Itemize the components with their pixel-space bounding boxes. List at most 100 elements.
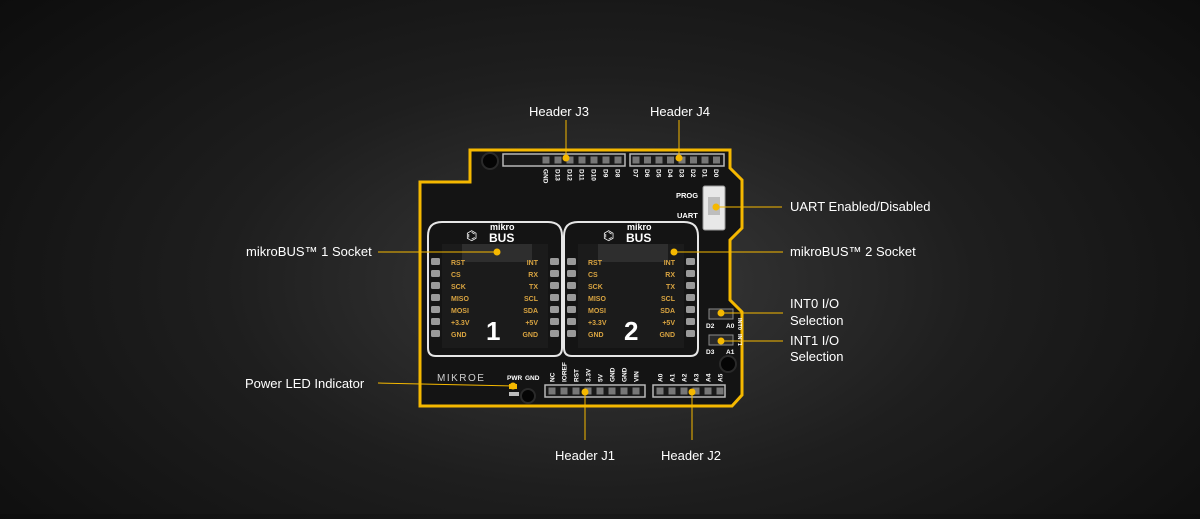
header-j2-pins (656, 387, 724, 395)
mikrobus-logo-2: ⌬ mikro BUS (603, 222, 652, 245)
socket-pin-label: +5V (525, 320, 538, 327)
socket-pin (567, 318, 576, 325)
header-j1 (544, 384, 646, 398)
header-pin-label: D4 (666, 169, 673, 178)
header-pin (713, 156, 720, 164)
socket-pin-label: SDA (660, 308, 675, 315)
int0-left-label: D2 (706, 323, 715, 330)
dot-int1 (717, 337, 725, 345)
dot-header-j4 (675, 154, 683, 162)
socket-pin (567, 306, 576, 313)
socket-pin (550, 270, 559, 277)
dot-mikrobus1 (493, 248, 501, 256)
dot-int0 (717, 309, 725, 317)
mikrobus-logo-1-top: mikro (490, 222, 515, 232)
mikrobus-logo-1-bottom: BUS (489, 231, 514, 245)
socket-pin-label: INT (527, 260, 539, 267)
header-pin-label: GND (622, 367, 629, 382)
socket-pin-label: CS (451, 272, 461, 279)
socket-pin (431, 294, 440, 301)
socket-pin-label: +5V (662, 320, 675, 327)
callout-power-led: Power LED Indicator (245, 376, 365, 391)
header-pin (690, 156, 697, 164)
socket-pin (431, 306, 440, 313)
socket-pin (567, 258, 576, 265)
mount-hole-top-left (481, 152, 499, 170)
header-pin (668, 387, 676, 395)
callout-header-j3: Header J3 (529, 104, 589, 119)
header-pin-label: D13 (554, 169, 561, 181)
header-pin-label: GND (542, 169, 549, 184)
brand-logo: MIKROE (437, 373, 485, 384)
header-pin-label: D6 (643, 169, 650, 178)
header-pin (644, 156, 651, 164)
socket-pin (431, 330, 440, 337)
socket-1-number: 1 (486, 316, 500, 346)
mikrobus-socket-2 (563, 221, 699, 357)
mikrobus-logo-1: ⌬ mikro BUS (466, 222, 515, 245)
int1-tag: INT1 (736, 334, 742, 346)
socket-pin-label: RST (451, 260, 466, 267)
gnd-label: GND (525, 375, 540, 382)
callout-header-j2: Header J2 (661, 448, 721, 463)
header-pin (590, 156, 598, 164)
socket-pin (550, 306, 559, 313)
header-pin (632, 387, 640, 395)
header-pin (542, 156, 550, 164)
header-pin (667, 156, 674, 164)
mount-hole-bottom-right (719, 355, 737, 373)
socket-pin (686, 282, 695, 289)
header-pin-label: D7 (632, 169, 639, 178)
header-pin (572, 387, 580, 395)
socket-pin-label: SCL (661, 296, 676, 303)
socket-pin (686, 294, 695, 301)
socket-pin-label: SCK (451, 284, 466, 291)
mikrobus-logo-1-icon: ⌬ (466, 228, 477, 243)
header-pin-label: A4 (706, 373, 713, 382)
header-pin (554, 156, 562, 164)
callout-dots (493, 154, 725, 396)
header-pin-label: A1 (670, 373, 677, 382)
header-pin (704, 387, 712, 395)
header-pin-label: 5V (598, 373, 605, 382)
socket-pin-label: RX (665, 272, 675, 279)
header-pin (578, 156, 586, 164)
header-pin-label: D8 (614, 169, 621, 178)
header-pin-label: GND (610, 367, 617, 382)
header-pin (602, 156, 610, 164)
socket-pin-label: SCL (524, 296, 539, 303)
header-pin-label: D10 (590, 169, 597, 181)
header-j4-pins (632, 156, 720, 164)
socket-pin-label: RST (588, 260, 603, 267)
socket-pin-label: GND (522, 332, 538, 339)
power-led-resistor (509, 392, 519, 396)
header-pin-label: D11 (578, 169, 585, 181)
socket-pin-label: +3.3V (451, 320, 470, 327)
socket-pin-label: CS (588, 272, 598, 279)
callout-mikrobus2: mikroBUS™ 2 Socket (790, 244, 916, 259)
dot-header-j3 (562, 154, 570, 162)
header-pin-label: A5 (718, 373, 725, 382)
header-pin (701, 156, 709, 164)
header-j3-pins (542, 156, 622, 164)
header-pin (656, 387, 664, 395)
header-pin (680, 387, 688, 395)
header-pin-label: D3 (678, 169, 685, 178)
socket-pin (550, 318, 559, 325)
socket-pin (550, 330, 559, 337)
socket-pin-label: SCK (588, 284, 603, 291)
socket-pin-label: MISO (451, 296, 469, 303)
mount-hole-bottom-left (520, 388, 536, 404)
socket-pin (567, 270, 576, 277)
header-pin-label: D1 (701, 169, 708, 178)
callout-uart: UART Enabled/Disabled (790, 199, 931, 214)
socket-pin-label: INT (664, 260, 676, 267)
socket-pin-label: MISO (588, 296, 606, 303)
